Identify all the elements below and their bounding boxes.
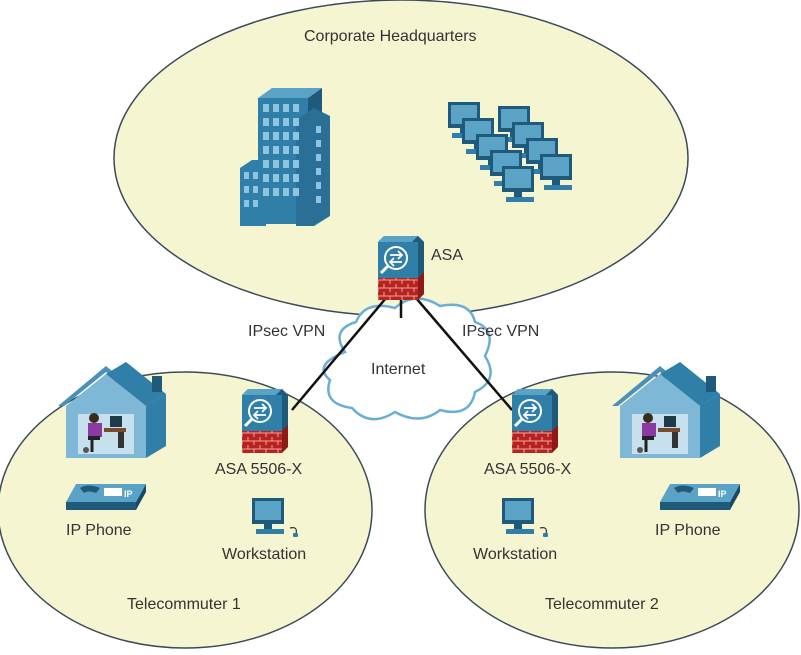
cloud-icon — [322, 297, 492, 421]
vpn-link-right — [415, 297, 513, 411]
ip-phone-icon — [660, 484, 740, 510]
firewall-icon — [510, 387, 560, 455]
zone-label-headquarters: Corporate Headquarters — [304, 28, 477, 45]
firewall-icon — [240, 387, 290, 455]
ip-phone-icon — [66, 484, 146, 510]
tele2-firewall-label: ASA 5506-X — [484, 461, 572, 478]
vpn-label-right: IPsec VPN — [462, 323, 540, 340]
tele1-phone-label: IP Phone — [66, 522, 132, 539]
tele2-phone-label: IP Phone — [655, 522, 721, 539]
hq-firewall-label: ASA — [431, 247, 464, 264]
firewall-icon — [376, 234, 426, 302]
workstation-icon — [502, 498, 548, 537]
internet-label: Internet — [371, 361, 426, 378]
office-building-icon — [240, 88, 330, 226]
tele1-workstation-label: Workstation — [222, 546, 307, 563]
vpn-link-left — [291, 297, 387, 411]
vpn-label-left: IPsec VPN — [248, 323, 326, 340]
workstation-icon — [252, 498, 298, 537]
zone-label-telecommuter-2: Telecommuter 2 — [545, 596, 659, 613]
zone-label-telecommuter-1: Telecommuter 1 — [127, 596, 241, 613]
tele2-workstation-label: Workstation — [473, 546, 558, 563]
tele1-firewall-label: ASA 5506-X — [215, 461, 303, 478]
